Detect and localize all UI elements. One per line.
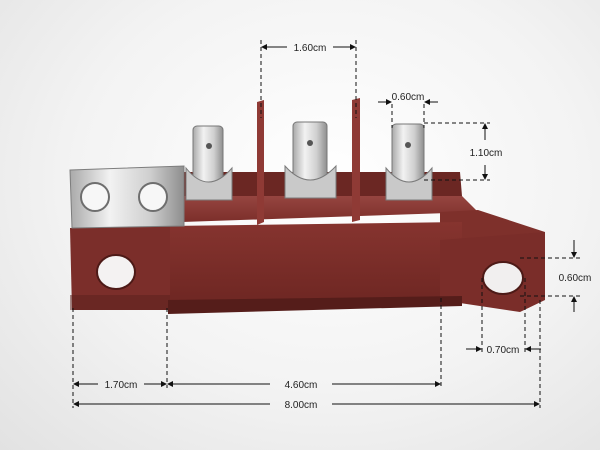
dimension-labels: 1.60cm 0.60cm 1.10cm 0.60cm 0.70cm 1.70c… <box>105 43 592 411</box>
label-left-offset: 1.70cm <box>105 380 138 391</box>
dim-hole-width <box>466 278 541 352</box>
dim-pin-height <box>424 122 490 181</box>
dim-pin-width <box>378 99 438 128</box>
label-hole-height: 0.60cm <box>559 273 592 284</box>
block-bottom-edge <box>168 296 462 314</box>
label-pin-height: 1.10cm <box>470 148 503 159</box>
separator-fin-right <box>352 98 360 222</box>
right-foot-hole <box>482 261 524 295</box>
left-foot-hole <box>96 254 136 290</box>
spade-terminal-3 <box>385 123 433 201</box>
label-hole-spacing: 4.60cm <box>285 380 318 391</box>
label-pin-width: 0.60cm <box>392 92 425 103</box>
terminal-block <box>69 98 545 314</box>
label-hole-width: 0.70cm <box>487 345 520 356</box>
spade-terminal-2 <box>284 121 337 199</box>
label-total-length: 8.00cm <box>285 400 318 411</box>
label-pin-spacing: 1.60cm <box>294 43 327 54</box>
metal-bracket <box>69 165 185 229</box>
dim-bottom-row-1 <box>72 298 541 408</box>
block-front-face <box>168 222 462 308</box>
dim-hole-height <box>520 240 580 312</box>
left-foot-shadow <box>70 295 170 310</box>
bracket-hole-left <box>80 182 110 212</box>
spade-terminal-1 <box>185 125 233 201</box>
bracket-hole-right <box>138 182 168 212</box>
separator-fin-left <box>257 100 264 225</box>
dimension-annotations <box>72 40 580 408</box>
dim-pin-spacing <box>260 40 357 118</box>
block-top-surface <box>182 196 478 222</box>
